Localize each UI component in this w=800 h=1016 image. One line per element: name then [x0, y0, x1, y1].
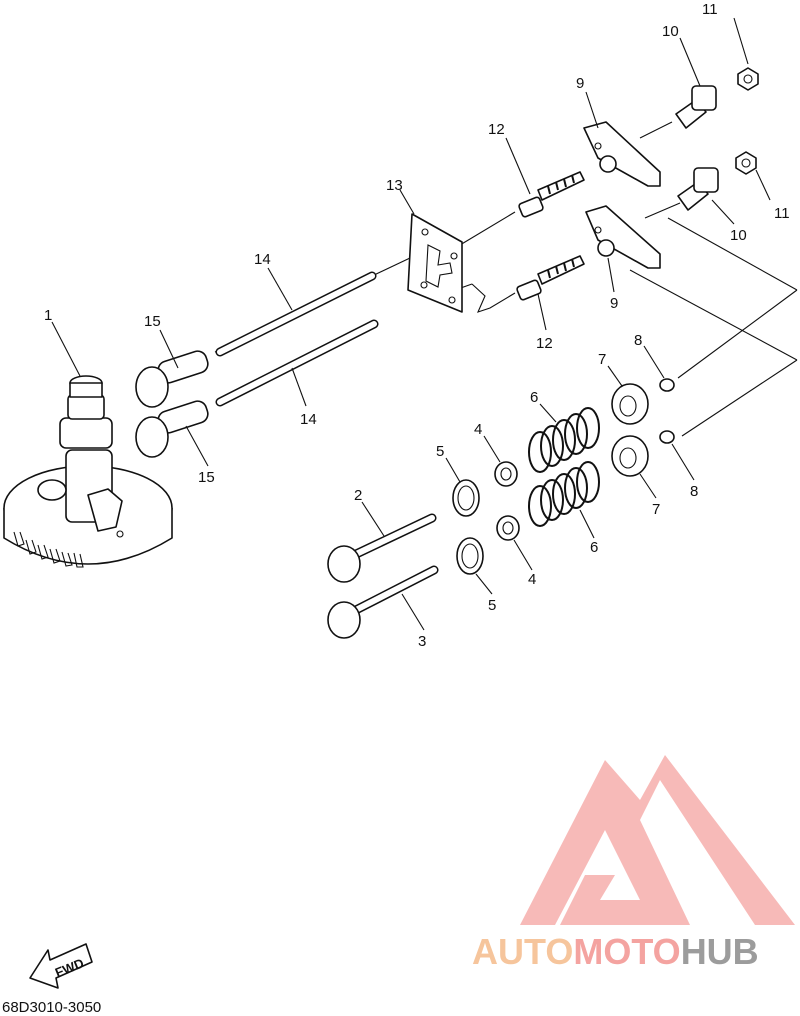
drawing-code: 68D3010-3050 — [2, 999, 101, 1016]
nut-upper — [737, 67, 759, 91]
rocker-arm-upper — [583, 121, 661, 187]
callout-2: 2 — [354, 487, 362, 504]
callout-7-upper: 7 — [598, 351, 606, 368]
push-rod-lower — [215, 319, 379, 407]
callout-5-upper: 5 — [436, 443, 444, 460]
callout-6-upper: 6 — [530, 389, 538, 406]
rocker-arm-lower — [585, 205, 661, 269]
rocker-stud-upper — [518, 171, 585, 218]
callout-13: 13 — [386, 177, 403, 194]
tappet-upper — [135, 350, 209, 408]
watermark-text: AUTOMOTOHUB — [472, 931, 759, 972]
callout-4-upper: 4 — [474, 421, 482, 438]
tappet-lower — [135, 400, 209, 458]
watermark-auto: AUTO — [472, 931, 573, 972]
callout-12-upper: 12 — [488, 121, 505, 138]
callout-3: 3 — [418, 633, 426, 650]
washer-upper — [452, 479, 480, 517]
rocker-stud-lower — [516, 255, 585, 301]
valve-seal-upper — [494, 461, 518, 487]
exhaust-valve — [327, 565, 439, 639]
watermark-logo — [520, 755, 795, 925]
callout-10-upper: 10 — [662, 23, 679, 40]
callout-8-upper: 8 — [634, 332, 642, 349]
valve-spring-upper — [528, 407, 600, 473]
valve-cotter-lower — [659, 430, 675, 444]
pivot-lower — [677, 167, 719, 211]
callout-8-lower: 8 — [690, 483, 698, 500]
spring-retainer-upper — [611, 383, 649, 425]
callout-1: 1 — [44, 307, 52, 324]
push-rod-guide-plate — [407, 213, 463, 313]
callout-15-upper: 15 — [144, 313, 161, 330]
callout-leaders — [51, 17, 771, 631]
callout-10-lower: 10 — [730, 227, 747, 244]
camshaft-gear — [3, 375, 173, 568]
callout-14-lower: 14 — [300, 411, 317, 428]
callout-14-upper: 14 — [254, 251, 271, 268]
callout-7-lower: 7 — [652, 501, 660, 518]
callout-9-upper: 9 — [576, 75, 584, 92]
washer-lower — [456, 537, 484, 575]
callout-12-lower: 12 — [536, 335, 553, 352]
pivot-upper — [675, 85, 717, 129]
nut-lower — [735, 151, 757, 175]
valve-spring-lower — [528, 461, 600, 527]
push-rod-upper — [215, 271, 377, 357]
spring-retainer-lower — [611, 435, 649, 477]
callout-5-lower: 5 — [488, 597, 496, 614]
callout-4-lower: 4 — [528, 571, 536, 588]
callout-11-lower: 11 — [774, 205, 790, 222]
valve-seal-lower — [496, 515, 520, 541]
callout-9-lower: 9 — [610, 295, 618, 312]
callout-labels: 11 10 9 12 13 14 1 15 11 10 9 12 8 7 14 … — [44, 1, 790, 650]
valve-cotter-upper — [659, 378, 675, 392]
watermark-moto: MOTO — [573, 931, 680, 972]
callout-6-lower: 6 — [590, 539, 598, 556]
fwd-arrow: FWD — [29, 943, 93, 989]
callout-11-upper: 11 — [702, 1, 718, 18]
svg-text:AUTOMOTOHUB: AUTOMOTOHUB — [472, 931, 759, 972]
intake-valve — [327, 513, 437, 583]
watermark-hub: HUB — [681, 931, 759, 972]
callout-15-lower: 15 — [198, 469, 215, 486]
